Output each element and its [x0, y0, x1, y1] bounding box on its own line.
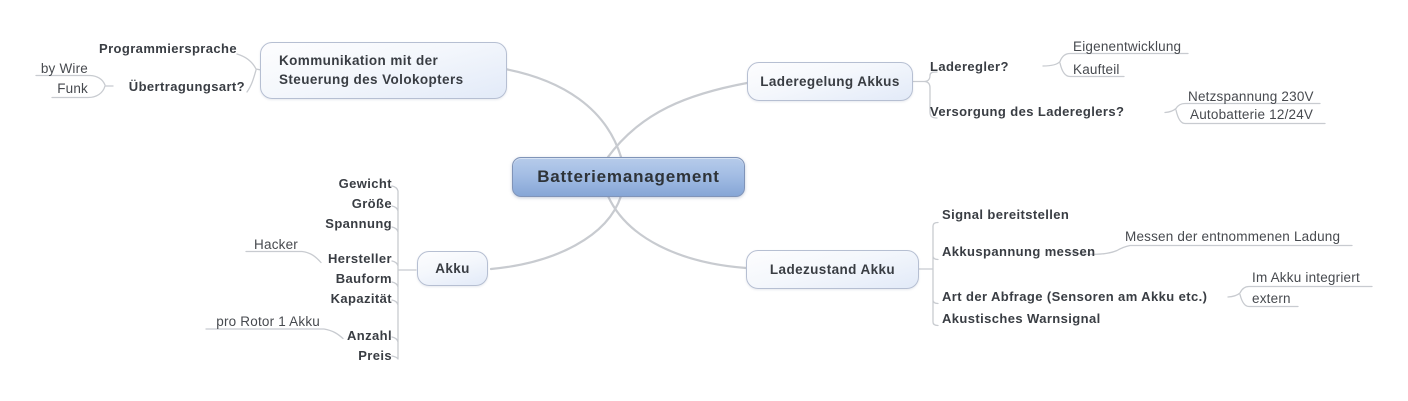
child-node-art-der-abfrage[interactable]: Art der Abfrage (Sensoren am Akku etc.)	[942, 289, 1208, 304]
edge-kommunikation-programmiersprache	[236, 53, 262, 71]
child-node-spannung[interactable]: Spannung	[325, 216, 392, 231]
child-node-anzahl[interactable]: Anzahl	[346, 328, 392, 343]
edge-kommunikation-uebertragungsart	[246, 69, 257, 93]
edge-uebertragungsart-bywire	[35, 74, 106, 86]
leaf-node-eigenentwicklung[interactable]: Eigenentwicklung	[1073, 39, 1182, 54]
leaf-node-kaufteil[interactable]: Kaufteil	[1073, 62, 1120, 77]
leaf-node-extern[interactable]: extern	[1252, 291, 1291, 306]
child-node-versorgung[interactable]: Versorgung des Ladereglers?	[930, 104, 1125, 119]
edge-abfrage-children	[1227, 285, 1373, 308]
edge-hersteller-hacker	[245, 250, 322, 264]
leaf-node-pro-rotor-1-akku[interactable]: pro Rotor 1 Akku	[216, 314, 320, 329]
edge-root-akku	[489, 194, 623, 271]
child-node-uebertragungsart[interactable]: Übertragungsart?	[128, 79, 245, 94]
edge-laderegler-children	[1042, 52, 1189, 78]
leaf-node-autobatterie[interactable]: Autobatterie 12/24V	[1190, 107, 1314, 122]
edge-akkuspannung-messen	[1067, 244, 1353, 255]
child-node-groesse[interactable]: Größe	[351, 196, 392, 211]
edge-root-kommunikation	[503, 67, 623, 159]
edge-anzahl-prorotor	[205, 328, 344, 340]
leaf-node-messen-der-entnommenen-ladung[interactable]: Messen der entnommenen Ladung	[1125, 229, 1341, 244]
child-node-laderegler[interactable]: Laderegler?	[930, 59, 1009, 74]
child-node-bauform[interactable]: Bauform	[335, 271, 392, 286]
child-node-akustisches-warnsignal[interactable]: Akustisches Warnsignal	[942, 311, 1101, 326]
branch-node-laderegelung[interactable]: Laderegelung Akkus	[747, 62, 913, 101]
branch-node-ladezustand[interactable]: Ladezustand Akku	[746, 250, 919, 289]
child-node-programmiersprache[interactable]: Programmiersprache	[99, 41, 237, 56]
leaf-node-im-akku-integriert[interactable]: Im Akku integriert	[1252, 270, 1360, 285]
edge-uebertragungsart-funk	[51, 85, 114, 99]
edge-versorgung-children	[1164, 102, 1326, 125]
edge-akku-fork	[391, 185, 417, 360]
branch-node-kommunikation[interactable]: Kommunikation mit der Steuerung des Volo…	[260, 42, 507, 99]
child-node-akkuspannung-messen[interactable]: Akkuspannung messen	[942, 244, 1096, 259]
leaf-node-hacker[interactable]: Hacker	[254, 237, 298, 252]
child-node-kapazitaet[interactable]: Kapazität	[330, 291, 392, 306]
edge-ladezustand-fork	[918, 221, 939, 327]
root-node-batteriemanagement[interactable]: Batteriemanagement	[512, 157, 745, 197]
branch-node-akku[interactable]: Akku	[417, 251, 488, 286]
edge-root-ladezustand	[606, 194, 748, 270]
edge-root-laderegelung	[606, 81, 749, 159]
child-node-preis[interactable]: Preis	[358, 348, 392, 363]
child-node-gewicht[interactable]: Gewicht	[338, 176, 392, 191]
leaf-node-netzspannung[interactable]: Netzspannung 230V	[1188, 89, 1314, 104]
child-node-hersteller[interactable]: Hersteller	[328, 251, 392, 266]
leaf-node-by-wire[interactable]: by Wire	[40, 61, 88, 76]
child-node-signal-bereitstellen[interactable]: Signal bereitstellen	[942, 207, 1070, 222]
leaf-node-funk[interactable]: Funk	[57, 81, 88, 96]
edge-laderegelung-fork	[912, 71, 938, 119]
